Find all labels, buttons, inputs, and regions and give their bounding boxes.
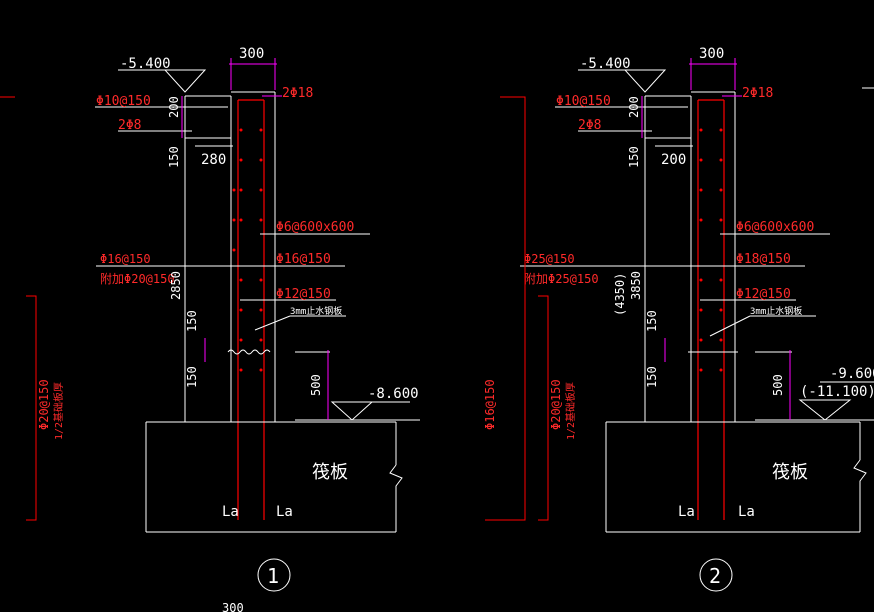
dim-200: 200 bbox=[627, 96, 641, 118]
raft-label: 筏板 bbox=[312, 462, 348, 483]
stirrup-label: Φ10@150 bbox=[556, 94, 611, 109]
detail-2: -5.400 300 2Φ18 Φ10@150 2Φ8 200 150 200 … bbox=[483, 46, 874, 592]
side-bar-label: Φ20@150 bbox=[549, 379, 563, 430]
bottom-level-triangle bbox=[330, 401, 374, 421]
small-bar-label: 2Φ8 bbox=[578, 118, 601, 133]
bottom-elevation: -9.600 bbox=[830, 366, 874, 382]
plate-label: 3mm止水钢板 bbox=[290, 305, 342, 317]
dim-200: 200 bbox=[167, 96, 181, 118]
side-note: 1/2基础板厚 bbox=[564, 382, 577, 440]
top-elevation: -5.400 bbox=[120, 56, 171, 72]
side-rebar bbox=[538, 295, 549, 521]
far-left-rebar bbox=[485, 96, 526, 521]
top-bar-label: 2Φ18 bbox=[282, 86, 313, 101]
leader bbox=[709, 315, 751, 337]
detail-number-circle bbox=[257, 558, 291, 592]
mid-left-2: 附加Φ20@150 bbox=[100, 272, 175, 286]
la-left: La bbox=[678, 504, 695, 520]
beam-width: 200 bbox=[661, 152, 686, 168]
la-right: La bbox=[276, 504, 293, 520]
mid-right-label: Φ16@150 bbox=[276, 252, 331, 267]
beam-width: 280 bbox=[201, 152, 226, 168]
width-label: 300 bbox=[699, 46, 724, 62]
detail-number: 2 bbox=[709, 564, 721, 588]
top-bar-label: 2Φ18 bbox=[742, 86, 773, 101]
wall-height: 3850 bbox=[629, 271, 643, 300]
wall-height: 2850 bbox=[169, 271, 183, 300]
mid-left-1: Φ16@150 bbox=[100, 252, 151, 266]
dim-500: 500 bbox=[309, 374, 323, 396]
bottom-fragment-text: 300 bbox=[222, 601, 244, 612]
dim-150-c: 150 bbox=[645, 366, 659, 388]
detail-number: 1 bbox=[267, 564, 279, 588]
top-elevation: -5.400 bbox=[580, 56, 631, 72]
dim-150-a: 150 bbox=[627, 146, 641, 168]
horiz-bar-label: Φ12@150 bbox=[276, 287, 331, 302]
dim-150-b: 150 bbox=[185, 310, 199, 332]
waterstop bbox=[227, 349, 271, 355]
side-note: 1/2基础板厚 bbox=[52, 382, 65, 440]
bottom-elevation-alt: (-11.100) bbox=[800, 384, 874, 400]
dim-500: 500 bbox=[771, 374, 785, 396]
mid-left-2: 附加Φ25@150 bbox=[524, 272, 599, 286]
wall-height-alt: (4350) bbox=[613, 273, 627, 316]
bottom-level-triangle bbox=[798, 399, 852, 421]
rebar-dots bbox=[699, 128, 723, 372]
break-line bbox=[389, 464, 403, 532]
dim-150-a: 150 bbox=[167, 146, 181, 168]
stirrup-label: Φ10@150 bbox=[96, 94, 151, 109]
raft-label: 筏板 bbox=[772, 462, 808, 483]
plate-label: 3mm止水钢板 bbox=[750, 305, 802, 317]
side-bar-label: Φ20@150 bbox=[37, 379, 51, 430]
top-level-triangle bbox=[163, 69, 207, 93]
leader bbox=[254, 315, 291, 331]
break-line bbox=[853, 459, 867, 532]
rebar-dots bbox=[232, 128, 263, 372]
mid-left-1: Φ25@150 bbox=[524, 252, 575, 266]
detail-1: -5.400 300 2Φ18 Φ10@150 2Φ8 200 150 280 … bbox=[26, 46, 420, 592]
top-level-triangle bbox=[623, 69, 667, 93]
horiz-bar-label: Φ12@150 bbox=[736, 287, 791, 302]
dim-150-b: 150 bbox=[645, 310, 659, 332]
tie-label: Φ6@600x600 bbox=[736, 220, 814, 235]
side-rebar bbox=[26, 295, 37, 521]
tie-label: Φ6@600x600 bbox=[276, 220, 354, 235]
la-left: La bbox=[222, 504, 239, 520]
mid-right-label: Φ18@150 bbox=[736, 252, 791, 267]
dim-150-c: 150 bbox=[185, 366, 199, 388]
bottom-elevation: -8.600 bbox=[368, 386, 419, 402]
width-label: 300 bbox=[239, 46, 264, 62]
small-bar-label: 2Φ8 bbox=[118, 118, 141, 133]
detail-number-circle bbox=[699, 558, 733, 592]
la-right: La bbox=[738, 504, 755, 520]
far-left-bar-label: Φ16@150 bbox=[483, 379, 497, 430]
